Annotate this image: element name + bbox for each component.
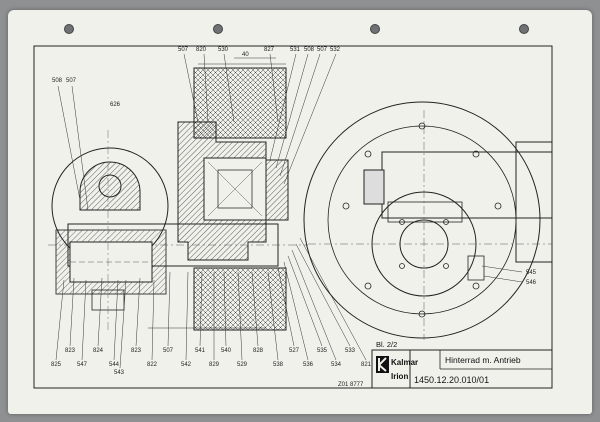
binder-hole-icon (370, 24, 380, 34)
callout-label: 821 (361, 362, 372, 368)
callout-label: 533 (345, 348, 356, 354)
technical-drawing: 507 820 530 827 531 508 507 532 508 507 … (33, 45, 553, 389)
callouts-bottom: 825 823 547 824 544 543 823 822 507 542 … (51, 348, 372, 376)
callout-label: 535 (317, 348, 328, 354)
callout-label: 546 (526, 280, 537, 286)
callouts-topleft: 508 507 (52, 78, 77, 84)
drawing-title: Hinterrad m. Antrieb (445, 355, 521, 365)
callout-label: 829 (209, 362, 220, 368)
wheel-outer (303, 101, 541, 339)
callout-label: 828 (253, 348, 264, 354)
logo-word-kalmar: Kalmar (391, 358, 418, 367)
binder-hole-icon (64, 24, 74, 34)
callout-label: 507 (178, 47, 189, 53)
callout-label: 543 (114, 370, 125, 376)
callout-label: 825 (51, 362, 62, 368)
callout-label: 823 (131, 348, 142, 354)
ref-626-label: 626 (110, 102, 121, 108)
callout-label: 544 (109, 362, 120, 368)
callout-label: 534 (331, 362, 342, 368)
callout-label: 536 (303, 362, 314, 368)
callout-label: 508 (52, 78, 63, 84)
kalmar-logo-icon (376, 356, 389, 373)
callout-label: 527 (289, 348, 300, 354)
callout-label: 530 (218, 47, 229, 53)
binder-hole-icon (519, 24, 529, 34)
callout-label: 822 (147, 362, 158, 368)
callout-label: 541 (195, 348, 206, 354)
drawing-frame (33, 45, 553, 389)
callout-label: 540 (221, 348, 232, 354)
callouts-right: 545 546 (526, 270, 537, 286)
sheet-number: Bl. 2/2 (376, 340, 397, 349)
callout-label: 507 (317, 47, 328, 53)
drawing-number: 1450.12.20.010/01 (414, 375, 489, 385)
axle-housing-right (381, 151, 553, 219)
callout-label: 820 (196, 47, 207, 53)
callout-label: 824 (93, 348, 104, 354)
callout-label: 532 (330, 47, 341, 53)
drawing-stamp: Z01 8777 (338, 382, 364, 388)
callout-label: 531 (290, 47, 301, 53)
callout-label: 538 (273, 362, 284, 368)
logo-word-irion: Irion (391, 372, 408, 381)
callout-label: 547 (77, 362, 88, 368)
binder-hole-icon (213, 24, 223, 34)
callout-label: 508 (304, 47, 315, 53)
callouts-top: 507 820 530 827 531 508 507 532 (178, 47, 341, 53)
callout-label: 545 (526, 270, 537, 276)
callout-label: 542 (181, 362, 192, 368)
callout-label: 827 (264, 47, 275, 53)
callout-label: 529 (237, 362, 248, 368)
callout-label: 823 (65, 348, 76, 354)
callout-label: 507 (163, 348, 174, 354)
dimension-note: 40 (242, 52, 249, 58)
drawing-sheet: 507 820 530 827 531 508 507 532 508 507 … (8, 10, 592, 414)
callout-label: 507 (66, 78, 77, 84)
